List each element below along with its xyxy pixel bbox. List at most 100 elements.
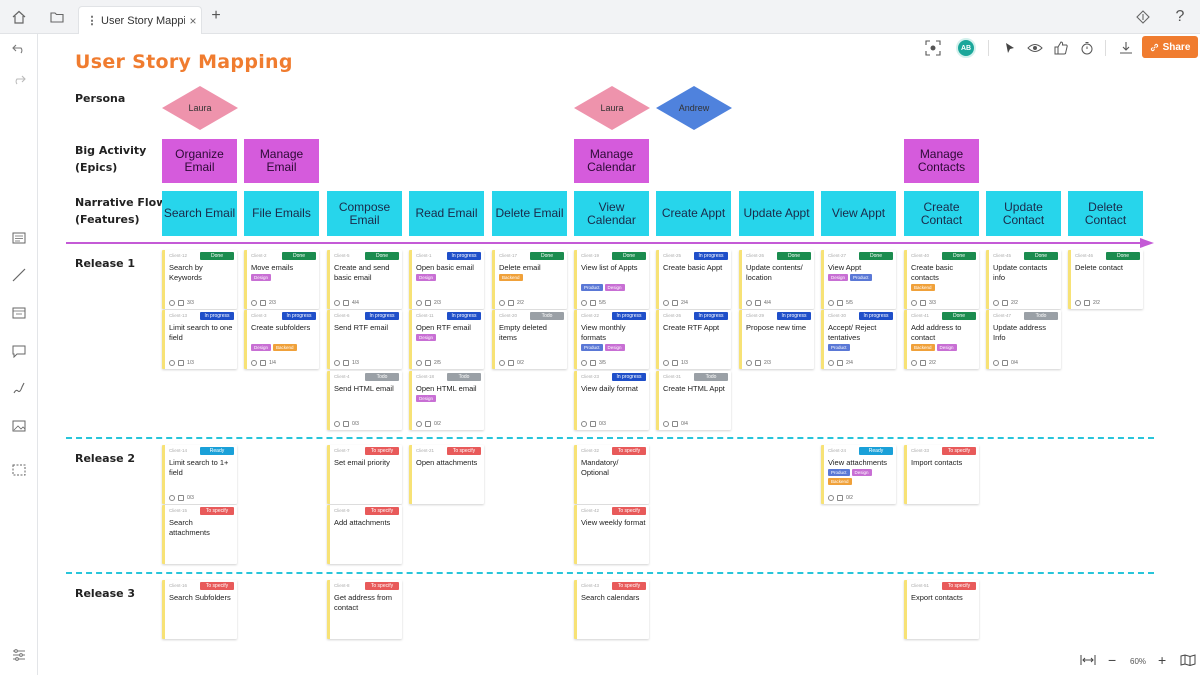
persona-laura[interactable]: Laura [574, 86, 650, 130]
feature-compose-email[interactable]: Compose Email [327, 191, 402, 236]
line-tool-icon[interactable] [9, 265, 29, 285]
status-badge[interactable]: Ready [200, 447, 234, 455]
persona-laura[interactable]: Laura [162, 86, 238, 130]
feature-read-email[interactable]: Read Email [409, 191, 484, 236]
focus-icon[interactable] [924, 39, 942, 57]
fit-width-icon[interactable] [1080, 654, 1096, 669]
status-badge[interactable]: To specify [365, 507, 399, 515]
status-badge[interactable]: Done [1024, 252, 1058, 260]
status-badge[interactable]: To specify [447, 447, 481, 455]
feature-file-emails[interactable]: File Emails [244, 191, 319, 236]
status-badge[interactable]: To specify [942, 447, 976, 455]
eye-icon[interactable] [1026, 39, 1044, 57]
feature-update-contact[interactable]: Update Contact [986, 191, 1061, 236]
status-badge[interactable]: Todo [1024, 312, 1058, 320]
status-badge[interactable]: In progress [777, 312, 811, 320]
feature-create-contact[interactable]: Create Contact [904, 191, 979, 236]
status-badge[interactable]: In progress [612, 312, 646, 320]
status-badge[interactable]: Done [365, 252, 399, 260]
diamond-pen-icon[interactable] [1133, 7, 1153, 27]
persona-andrew[interactable]: Andrew [656, 86, 732, 130]
status-badge[interactable]: Done [200, 252, 234, 260]
home-icon[interactable] [9, 7, 29, 27]
feature-update-appt[interactable]: Update Appt [739, 191, 814, 236]
status-badge[interactable]: Done [1106, 252, 1140, 260]
status-badge[interactable]: Todo [530, 312, 564, 320]
share-button[interactable]: Share [1142, 36, 1198, 58]
status-badge[interactable]: Done [942, 312, 976, 320]
status-badge[interactable]: Done [777, 252, 811, 260]
status-badge[interactable]: To specify [612, 447, 646, 455]
status-badge[interactable]: In progress [365, 312, 399, 320]
status-badge[interactable]: To specify [200, 582, 234, 590]
help-icon[interactable]: ? [1175, 8, 1185, 25]
comment-icon[interactable] [9, 341, 29, 361]
tab-close-icon[interactable]: × [189, 13, 197, 28]
epic-organize-email[interactable]: Organize Email [162, 139, 237, 183]
tab-menu-icon[interactable]: ⋮ [86, 15, 98, 27]
epic-manage-contacts[interactable]: Manage Contacts [904, 139, 979, 183]
avatar[interactable]: AB [956, 38, 976, 58]
feature-view-appt[interactable]: View Appt [821, 191, 896, 236]
status-badge[interactable]: In progress [612, 373, 646, 381]
card-tool-icon[interactable] [9, 303, 29, 323]
feature-delete-contact[interactable]: Delete Contact [1068, 191, 1143, 236]
new-tab-button[interactable]: + [211, 7, 221, 24]
status-badge[interactable]: In progress [447, 312, 481, 320]
zoom-out-button[interactable]: − [1108, 652, 1117, 668]
settings-sliders-icon[interactable] [9, 645, 29, 665]
feature-search-email[interactable]: Search Email [162, 191, 237, 236]
feature-view-calendar[interactable]: View Calendar [574, 191, 649, 236]
pen-tool-icon[interactable] [9, 378, 29, 398]
status-badge[interactable]: Done [530, 252, 564, 260]
frame-tool-icon[interactable] [9, 460, 29, 480]
status-badge[interactable]: Done [859, 252, 893, 260]
folder-icon[interactable] [47, 7, 67, 27]
status-badge[interactable]: Ready [859, 447, 893, 455]
status-badge[interactable]: In progress [447, 252, 481, 260]
sticky-note-icon[interactable] [9, 228, 29, 248]
status-badge[interactable]: Todo [447, 373, 481, 381]
status-badge[interactable]: To specify [942, 582, 976, 590]
epic-manage-email[interactable]: Manage Email [244, 139, 319, 183]
status-badge[interactable]: Done [612, 252, 646, 260]
tab-user-story-mapping[interactable]: ⋮ User Story Mappi... × [78, 6, 202, 34]
status-badge[interactable]: To specify [365, 447, 399, 455]
status-badge[interactable]: In progress [694, 252, 728, 260]
status-badge[interactable]: To specify [612, 507, 646, 515]
status-badge[interactable]: To specify [365, 582, 399, 590]
